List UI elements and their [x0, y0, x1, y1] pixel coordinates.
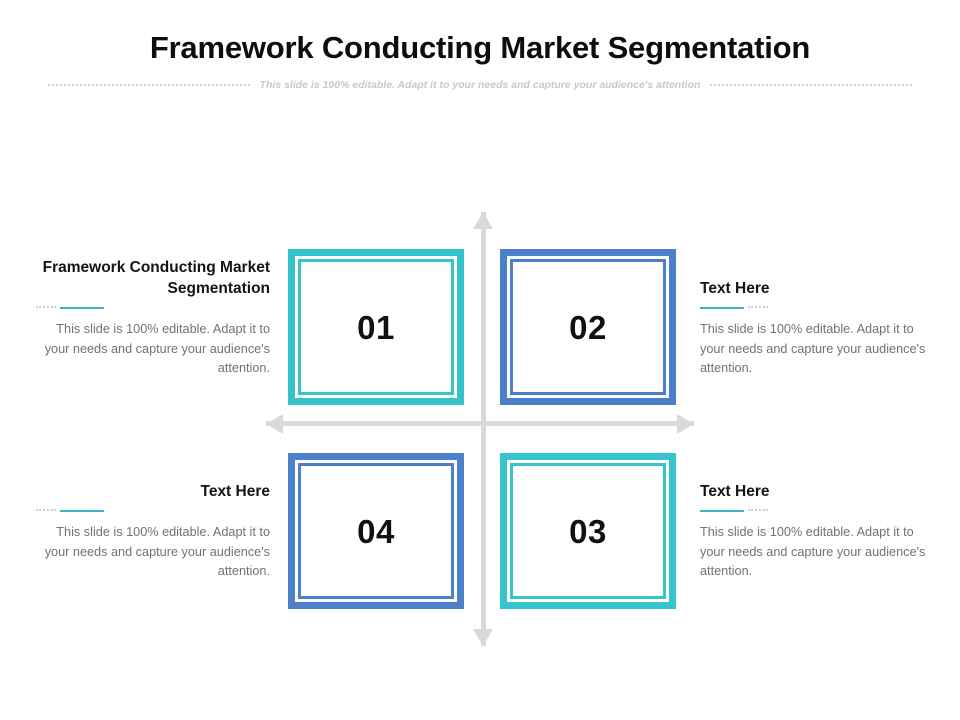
quadrant-box-01-gap: 01 — [295, 256, 457, 398]
arrow-left-icon — [266, 414, 283, 434]
accent-rule-top-left — [36, 304, 270, 313]
arrow-down-icon — [473, 629, 493, 646]
quadrant-box-02-number: 02 — [569, 308, 607, 346]
accent-rule-segment — [60, 510, 104, 513]
vertical-axis-line — [481, 212, 486, 646]
quadrant-box-01[interactable]: 01 — [288, 249, 464, 405]
accent-rule-bottom-right — [700, 507, 934, 516]
accent-rule-dots — [748, 306, 768, 310]
accent-rule-dots — [36, 509, 56, 513]
horizontal-axis-line — [266, 421, 694, 426]
quadrant-box-03[interactable]: 03 — [500, 453, 676, 609]
text-block-bottom-left: Text Here This slide is 100% editable. A… — [36, 482, 270, 582]
text-block-bottom-right: Text Here This slide is 100% editable. A… — [700, 482, 934, 582]
subtitle-row: This slide is 100% editable. Adapt it to… — [48, 79, 912, 91]
quadrant-box-03-gap: 03 — [507, 460, 669, 602]
quadrant-box-02-gap: 02 — [507, 256, 669, 398]
arrow-up-icon — [473, 212, 493, 229]
quadrant-box-04[interactable]: 04 — [288, 453, 464, 609]
quadrant-box-04-gap: 04 — [295, 460, 457, 602]
arrow-right-icon — [677, 414, 694, 434]
quadrant-box-02[interactable]: 02 — [500, 249, 676, 405]
text-block-bottom-left-heading: Text Here — [200, 483, 271, 500]
text-block-top-left-heading: Framework Conducting Market Segmentation — [42, 259, 270, 297]
quadrant-box-04-number: 04 — [357, 512, 395, 550]
text-block-bottom-right-heading: Text Here — [700, 483, 770, 500]
accent-rule-segment — [60, 307, 104, 310]
page-title: Framework Conducting Market Segmentation — [149, 30, 811, 65]
accent-rule-segment — [700, 510, 744, 513]
accent-rule-segment — [700, 307, 744, 310]
accent-rule-bottom-left — [36, 507, 270, 516]
text-block-top-left: Framework Conducting Market Segmentation… — [36, 258, 270, 379]
quadrant-box-03-inner-border: 03 — [510, 463, 666, 599]
quadrant-box-01-inner-border: 01 — [298, 259, 454, 395]
dashed-divider-right — [710, 83, 912, 87]
text-block-top-right: Text Here This slide is 100% editable. A… — [700, 279, 934, 379]
subtitle-text: This slide is 100% editable. Adapt it to… — [259, 79, 701, 91]
quadrant-box-04-inner-border: 04 — [298, 463, 454, 599]
text-block-bottom-left-body: This slide is 100% editable. Adapt it to… — [44, 524, 270, 579]
accent-rule-top-right — [700, 304, 934, 313]
quadrant-box-03-number: 03 — [569, 512, 607, 550]
quadrant-box-01-number: 01 — [357, 308, 395, 346]
quadrant-box-02-inner-border: 02 — [510, 259, 666, 395]
text-block-top-right-heading: Text Here — [700, 280, 770, 297]
text-block-bottom-right-body: This slide is 100% editable. Adapt it to… — [700, 524, 926, 579]
accent-rule-dots — [36, 306, 56, 310]
text-block-top-right-body: This slide is 100% editable. Adapt it to… — [700, 321, 926, 376]
text-block-top-left-body: This slide is 100% editable. Adapt it to… — [44, 321, 270, 376]
dashed-divider-left — [48, 83, 250, 87]
accent-rule-dots — [748, 509, 768, 513]
